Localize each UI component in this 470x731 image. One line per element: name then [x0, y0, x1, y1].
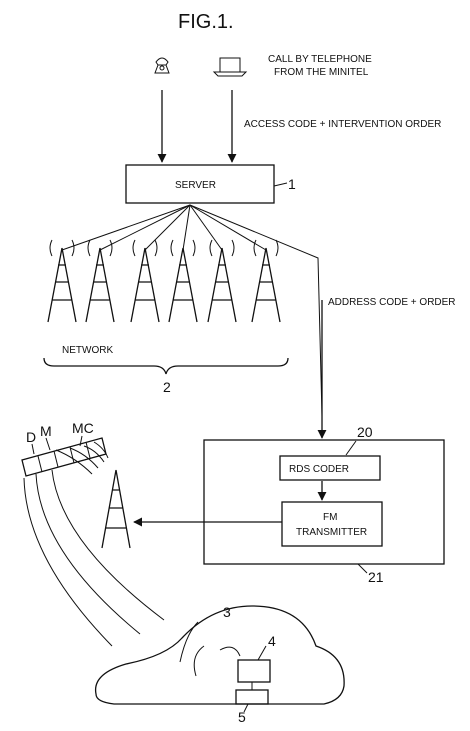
station-leader — [357, 563, 368, 574]
address-code-label: ADDRESS CODE + ORDER — [328, 297, 456, 308]
station-box — [203, 439, 445, 565]
rds-ref: 20 — [357, 424, 373, 440]
receiver-leader — [257, 645, 267, 661]
minitel-icon — [212, 57, 248, 77]
network-antennas — [47, 239, 281, 323]
road-lines — [23, 469, 165, 647]
fm-label-line1: FM — [323, 512, 337, 523]
display-panel — [21, 437, 107, 477]
server-to-antennas-lines — [61, 204, 323, 417]
antenna-tower — [207, 239, 237, 323]
caller-text-line1: CALL BY TELEPHONE — [268, 54, 372, 65]
antenna-tower — [168, 239, 198, 323]
receiver-box — [237, 659, 271, 683]
access-code-label: ACCESS CODE + INTERVENTION ORDER — [244, 119, 441, 130]
broadcast-antenna — [55, 441, 131, 549]
rds-coder-box — [279, 455, 381, 481]
station-ref: 21 — [368, 569, 384, 585]
display-label-mc: MC — [72, 420, 94, 436]
display-label-m: M — [40, 423, 52, 439]
fm-transmitter-box — [281, 501, 383, 547]
decoder-ref: 5 — [238, 709, 246, 725]
network-ref: 2 — [163, 379, 171, 395]
display-label-d: D — [26, 429, 36, 445]
antenna-tower — [47, 239, 77, 323]
display-mc-leader — [79, 435, 83, 447]
fm-label-line2: TRANSMITTER — [296, 527, 367, 538]
car-ref: 3 — [223, 604, 231, 620]
telephone-icon — [154, 57, 170, 74]
antenna-tower — [251, 239, 281, 323]
decoder-leader — [243, 703, 249, 713]
display-d-leader — [31, 443, 35, 455]
display-m-leader — [45, 437, 51, 451]
network-brace — [43, 357, 289, 375]
car — [94, 605, 345, 705]
receiver-ref: 4 — [268, 633, 276, 649]
network-label: NETWORK — [62, 345, 113, 356]
antenna-tower — [130, 239, 160, 323]
figure-title: FIG.1. — [178, 11, 234, 33]
server-box — [125, 164, 275, 204]
server-leader — [273, 182, 288, 187]
decoder-box — [235, 689, 269, 705]
server-ref: 1 — [288, 176, 296, 192]
antenna-tower — [85, 239, 115, 323]
caller-text-line2: FROM THE MINITEL — [274, 67, 369, 78]
rds-leader — [345, 440, 357, 456]
server-label: SERVER — [175, 180, 216, 191]
rds-coder-label: RDS CODER — [289, 464, 349, 475]
